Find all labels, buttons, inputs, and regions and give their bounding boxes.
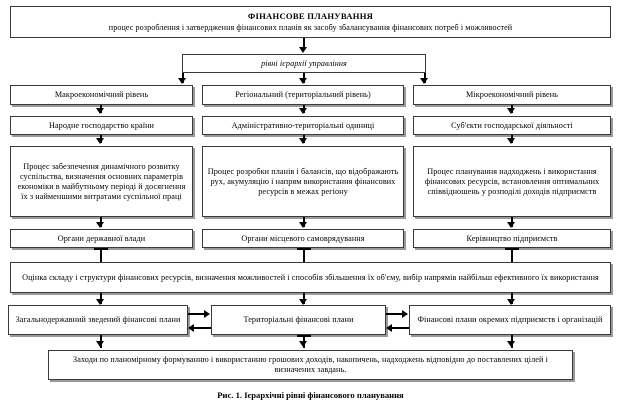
- entity-label-macro: Народне господарство країни: [48, 120, 155, 130]
- arrow-plan-territorial-measures-icon: [299, 341, 307, 347]
- level-label-macro: Макроекономічний рівень: [54, 90, 149, 100]
- authority-label-regional: Органи місцевого самоврядування: [241, 233, 365, 243]
- arrow-macro-entity-process-icon: [96, 138, 104, 144]
- hierarchy-levels-label: рівні ієрархії управління: [261, 58, 347, 68]
- arrow-assessment-plan-center-icon: [299, 299, 307, 305]
- connector-plans-right-bottom: [392, 327, 409, 329]
- connector-assessment-plan-left: [100, 293, 102, 304]
- connector-regional-authority-assessment: [303, 248, 305, 262]
- entity-label-regional: Адміністративно-територіальні одиниці: [231, 120, 375, 130]
- plan-box-national: Загальнодержавний зведений фінансові пла…: [8, 305, 188, 335]
- level-label-regional: Регіональний (територіальний рівень): [235, 90, 371, 100]
- process-box-regional: Процес розробки планів і балансів, що ві…: [202, 146, 404, 217]
- plan-label-national: Загальнодержавний зведений фінансові пла…: [15, 315, 181, 324]
- arrow-macro-level-entity-icon: [96, 108, 104, 114]
- connector-plans-left-bottom: [194, 327, 211, 329]
- measures-box: Заходи по планомірному формуванню і вико…: [48, 350, 573, 380]
- connector-title-to-hierarchy: [303, 38, 305, 50]
- figure-subtitle: процес розроблення і затвердження фінанс…: [108, 22, 513, 32]
- hierarchy-levels-box: рівні ієрархії управління: [182, 54, 426, 73]
- assessment-box: Оцінка складу і структури фінансових рес…: [10, 262, 611, 293]
- level-box-micro: Мікроекономічний рівень: [413, 85, 611, 105]
- tbar-regional-authority-icon: [297, 248, 311, 250]
- plan-label-enterprise: Фінансові плани окремих підприємств і ор…: [417, 315, 603, 324]
- process-box-macro: Процес забезпечення динамічного розвитку…: [10, 146, 193, 217]
- authority-box-regional: Органи місцевого самоврядування: [202, 229, 404, 248]
- arrow-plan-enterprise-measures-icon: [507, 341, 515, 347]
- arrow-plan-national-measures-icon: [96, 341, 104, 347]
- plan-box-territorial: Територіальні фінансові плани: [211, 305, 386, 335]
- arrow-macro-process-authority-icon: [96, 222, 104, 228]
- arrow-hierarchy-right-icon: [420, 78, 428, 84]
- connector-assessment-plan-center: [303, 293, 305, 304]
- authority-box-micro: Керівництво підприємств: [413, 229, 611, 248]
- arrow-plans-left-bottom-icon: [188, 324, 194, 332]
- connector-assessment-plan-right: [511, 293, 513, 304]
- process-box-micro: Процес планування надходжень і використа…: [413, 146, 611, 217]
- level-box-regional: Регіональний (територіальний рівень): [202, 85, 404, 105]
- tbar-micro-authority-icon: [505, 248, 519, 250]
- connector-plans-right-top: [386, 313, 403, 315]
- arrow-plans-right-bottom-icon: [386, 324, 392, 332]
- measures-label: Заходи по планомірному формуванню і вико…: [73, 355, 548, 374]
- arrow-hierarchy-center-icon: [299, 78, 307, 84]
- connector-macro-authority-assessment: [100, 248, 102, 262]
- connector-plans-left-top: [188, 313, 205, 315]
- authority-label-micro: Керівництво підприємств: [466, 233, 558, 243]
- figure-title: ФІНАНСОВЕ ПЛАНУВАННЯ: [247, 11, 374, 22]
- arrow-regional-level-entity-icon: [299, 108, 307, 114]
- entity-box-macro: Народне господарство країни: [10, 116, 193, 135]
- arrow-micro-level-entity-icon: [507, 108, 515, 114]
- arrow-regional-process-authority-icon: [299, 222, 307, 228]
- process-label-micro: Процес планування надходжень і використа…: [424, 166, 600, 196]
- authority-box-macro: Органи державної влади: [10, 229, 193, 248]
- authority-label-macro: Органи державної влади: [57, 233, 146, 243]
- arrow-assessment-plan-left-icon: [96, 299, 104, 305]
- plan-label-territorial: Територіальні фінансові плани: [243, 315, 354, 325]
- level-label-micro: Мікроекономічний рівень: [465, 90, 558, 100]
- plan-box-enterprise: Фінансові плани окремих підприємств і ор…: [409, 305, 611, 335]
- arrow-regional-entity-process-icon: [299, 138, 307, 144]
- arrow-micro-process-authority-icon: [507, 222, 515, 228]
- assessment-label: Оцінка складу і структури фінансових рес…: [22, 272, 599, 282]
- entity-box-micro: Суб'єкти господарської діяльності: [413, 116, 611, 135]
- tbar-macro-authority-icon: [94, 248, 108, 250]
- process-label-regional: Процес розробки планів і балансів, що ві…: [207, 166, 399, 196]
- tbar-plan-territorial-icon: [297, 335, 311, 337]
- arrow-micro-entity-process-icon: [507, 138, 515, 144]
- figure-title-box: ФІНАНСОВЕ ПЛАНУВАННЯ процес розроблення …: [10, 6, 611, 38]
- arrow-hierarchy-left-icon: [178, 78, 186, 84]
- figure-caption: Рис. 1. Ієрархічні рівні фінансового пла…: [217, 390, 404, 400]
- entity-label-micro: Суб'єкти господарської діяльності: [451, 120, 573, 130]
- connector-micro-authority-assessment: [511, 248, 513, 262]
- level-box-macro: Макроекономічний рівень: [10, 85, 193, 105]
- process-label-macro: Процес забезпечення динамічного розвитку…: [17, 161, 186, 201]
- arrow-plans-right-top-icon: [402, 310, 408, 318]
- arrow-title-to-hierarchy-icon: [299, 47, 307, 53]
- entity-box-regional: Адміністративно-територіальні одиниці: [202, 116, 404, 135]
- arrow-plans-left-top-icon: [204, 310, 210, 318]
- arrow-assessment-plan-right-icon: [507, 299, 515, 305]
